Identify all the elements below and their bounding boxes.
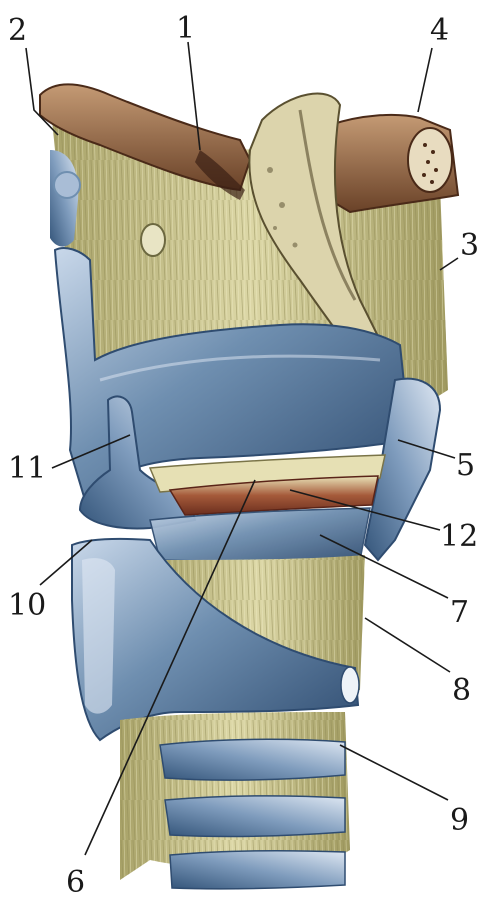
hyoid-horn-section bbox=[330, 115, 458, 212]
triticeous-cartilage bbox=[54, 172, 80, 198]
leader-4 bbox=[418, 48, 432, 112]
label-3: 3 bbox=[460, 228, 479, 263]
trachea bbox=[120, 712, 350, 889]
label-4: 4 bbox=[430, 13, 449, 48]
label-7: 7 bbox=[450, 595, 469, 630]
label-12: 12 bbox=[440, 519, 478, 554]
label-8: 8 bbox=[452, 673, 471, 708]
leader-8 bbox=[365, 618, 450, 672]
label-5: 5 bbox=[456, 448, 475, 483]
tracheal-ring-3 bbox=[170, 851, 345, 889]
tracheal-ring-1 bbox=[160, 739, 345, 780]
tracheal-ring-2 bbox=[165, 796, 345, 836]
label-9: 9 bbox=[450, 803, 469, 838]
foramen bbox=[141, 224, 165, 256]
label-11: 11 bbox=[8, 451, 46, 486]
leader-9 bbox=[340, 745, 448, 800]
label-6: 6 bbox=[66, 865, 85, 899]
label-10: 10 bbox=[8, 588, 46, 623]
label-1: 1 bbox=[176, 11, 195, 46]
label-2: 2 bbox=[8, 13, 27, 48]
